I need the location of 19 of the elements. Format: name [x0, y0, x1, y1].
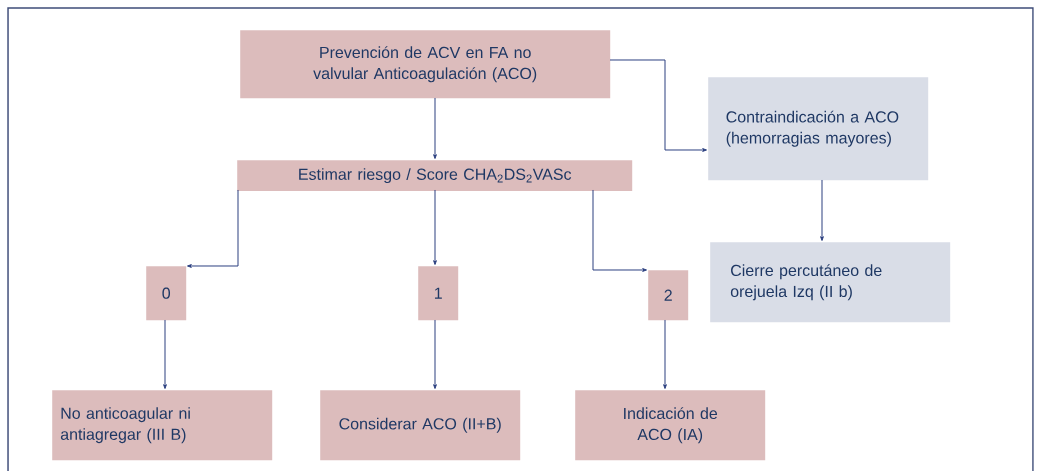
arrow [592, 189, 647, 272]
score-box: 0 [146, 266, 187, 321]
arrow [609, 59, 707, 152]
arrow [820, 179, 824, 241]
score-box: 2 [648, 270, 689, 321]
process-box: Estimar riesgo / Score CHA$_{2}$DS$_{2}$VASc [237, 160, 633, 192]
arrow [663, 319, 667, 389]
outcome-box: No anticoagular ni antiagregar (III B) [52, 390, 273, 461]
arrow [433, 97, 437, 159]
process-box: Prevención de ACV en FA no valvular Anticoagulación (ACO) [240, 30, 611, 99]
process-box: Contraindicación a ACO (hemorragias mayores) [708, 77, 929, 181]
outcome-box: Indicación de ACO (IA) [575, 390, 766, 461]
arrow [433, 189, 437, 265]
arrow [163, 319, 167, 389]
arrow [187, 189, 239, 268]
arrow [433, 319, 437, 389]
score-box: 1 [418, 266, 459, 321]
process-box: Cierre percutáneo de orejuela Izq (II b) [710, 242, 951, 323]
outcome-box: Considerar ACO (II+B) [320, 390, 521, 461]
